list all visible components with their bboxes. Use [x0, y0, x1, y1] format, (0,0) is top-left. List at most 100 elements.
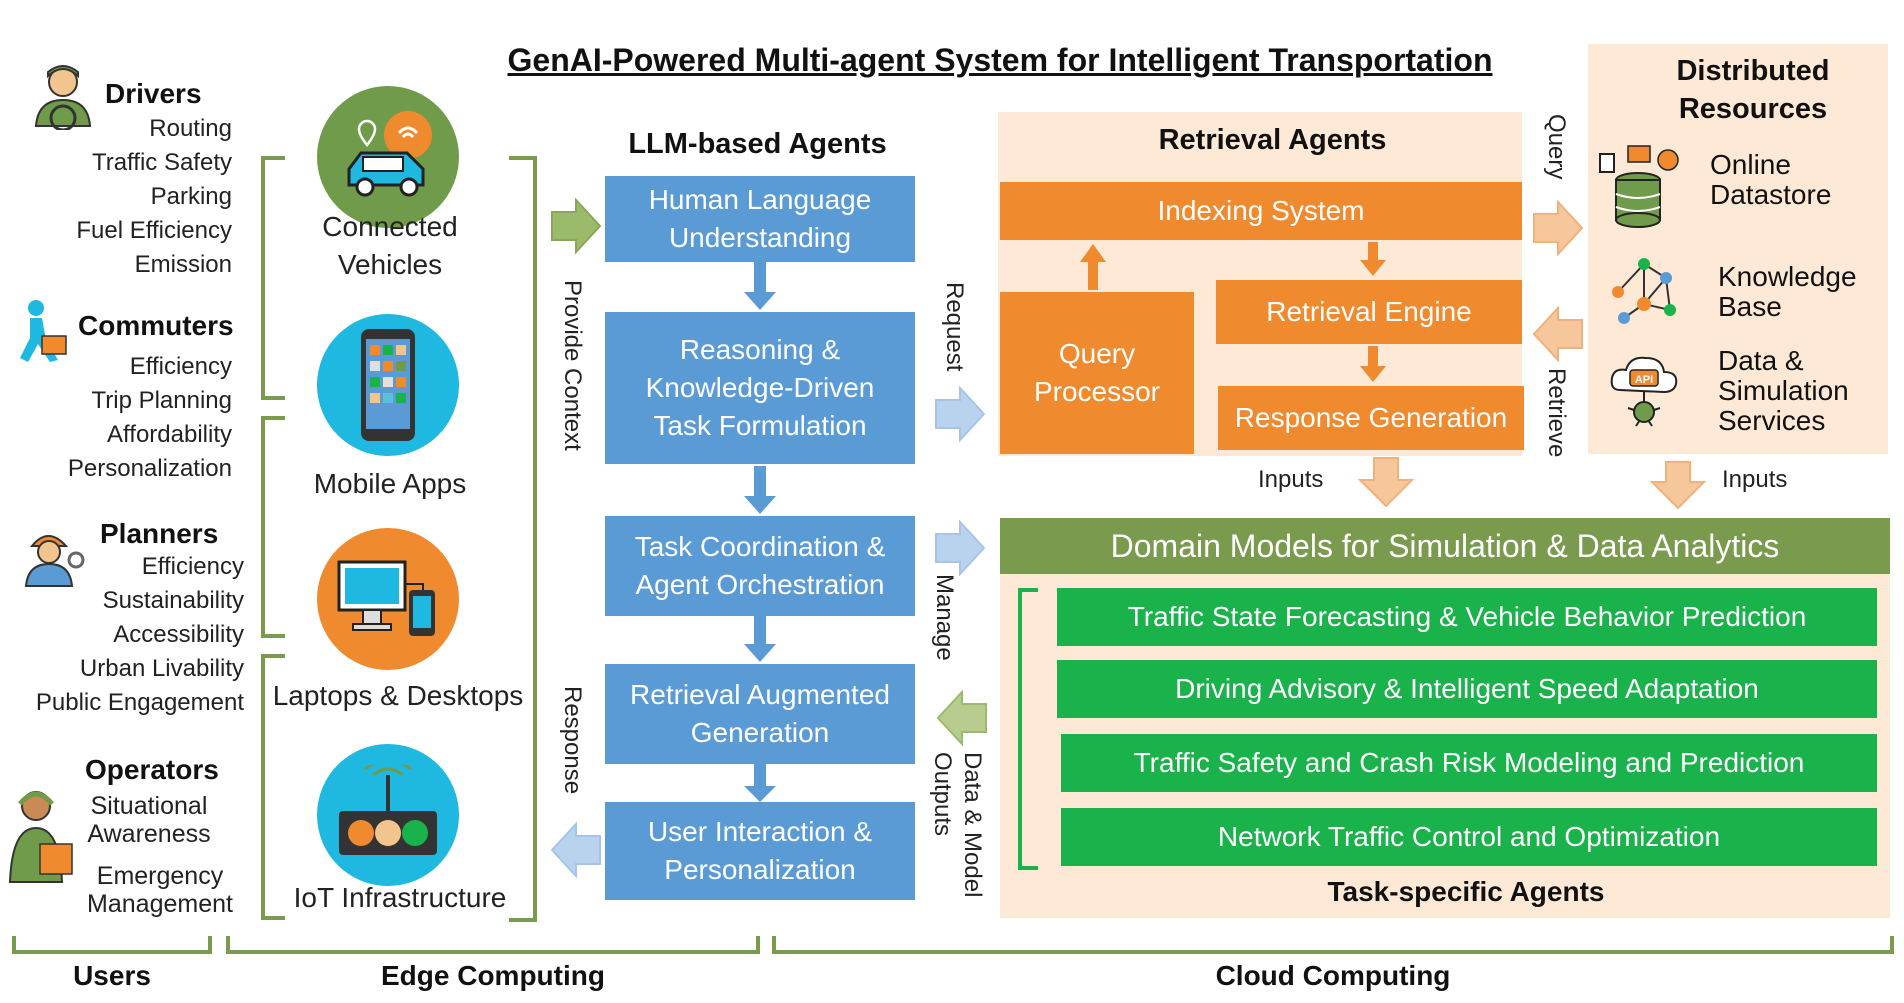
domain-bar-network: Network Traffic Control and Optimization — [1061, 808, 1877, 866]
domain-header: Domain Models for Simulation & Data Anal… — [1000, 518, 1890, 574]
domain-bar-forecasting: Traffic State Forecasting & Vehicle Beha… — [1057, 588, 1877, 646]
request-arrow — [935, 386, 986, 442]
llm-box-line: User Interaction & — [647, 816, 873, 847]
llm-box-line: Task Formulation — [653, 410, 867, 441]
api-text: API — [1635, 374, 1653, 386]
laptops-circle — [317, 528, 459, 670]
smartphone-icon — [361, 329, 415, 441]
retrieve-arrow — [1532, 306, 1583, 362]
resources-header: Distributed Resources — [1588, 52, 1904, 128]
online-datastore-label: Online Datastore — [1710, 150, 1831, 210]
planners-item: Accessibility — [113, 621, 244, 648]
planners-item: Efficiency — [141, 553, 244, 580]
llm-header: LLM-based Agents — [628, 128, 887, 160]
driver-icon — [34, 65, 92, 130]
knowledge-base-line: Knowledge — [1718, 261, 1857, 292]
laptops-label: Laptops & Desktops — [272, 680, 524, 711]
knowledge-graph-icon — [1612, 258, 1676, 324]
query-processor-line: Query — [1058, 338, 1136, 369]
drivers-list: Routing Traffic Safety Parking Fuel Effi… — [40, 112, 232, 282]
llm-down-arrow — [744, 616, 776, 662]
response-label: Response — [559, 686, 586, 795]
llm-box-line: Generation — [690, 717, 830, 748]
edge-left-brackets — [261, 156, 285, 920]
llm-box-line: Personalization — [664, 854, 856, 885]
query-arrow — [1533, 200, 1584, 256]
planners-title: Planners — [100, 518, 219, 549]
api-cloud-icon: API — [1610, 356, 1678, 427]
llm-down-arrow — [744, 764, 776, 802]
data-simulation-line: Data & — [1718, 345, 1804, 376]
provide-context-label: Provide Context — [559, 280, 586, 451]
car-icon — [347, 111, 432, 197]
data-outputs-label-1: Data & Model — [959, 752, 986, 898]
planners-item: Sustainability — [102, 587, 244, 614]
retrieval-inputs-arrow — [1358, 457, 1414, 508]
planner-icon — [24, 535, 85, 587]
response-generation-box: Response Generation — [1218, 386, 1524, 450]
retrieval-inputs-label: Inputs — [1258, 466, 1324, 493]
retrieval-header: Retrieval Agents — [1158, 124, 1387, 156]
manage-label: Manage — [931, 574, 958, 661]
llm-box-line: Agent Orchestration — [635, 569, 885, 600]
planners-list: Efficiency Sustainability Accessibility … — [20, 550, 244, 720]
drivers-item: Fuel Efficiency — [76, 217, 232, 244]
cloud-section-label: Cloud Computing — [1215, 960, 1451, 991]
operator-icon — [8, 791, 73, 883]
data-outputs-arrow — [936, 690, 987, 746]
query-processor-line: Processor — [1033, 376, 1161, 407]
online-datastore-line: Online — [1710, 149, 1791, 180]
drivers-item: Routing — [149, 115, 232, 142]
resources-inputs-arrow — [1650, 461, 1706, 510]
data-simulation-line: Simulation — [1718, 375, 1849, 406]
resources-inputs-label: Inputs — [1722, 466, 1788, 493]
users-section-label: Users — [73, 960, 151, 991]
commuters-item: Affordability — [107, 421, 232, 448]
edge-section-label: Edge Computing — [381, 960, 605, 991]
retrieval-engine-box: Retrieval Engine — [1216, 280, 1522, 344]
llm-box-line: Human Language — [648, 184, 872, 215]
drivers-item: Traffic Safety — [91, 149, 232, 176]
connected-vehicle-circle — [317, 86, 459, 228]
task-specific-agents-label: Task-specific Agents — [1327, 876, 1605, 907]
operators-situational: Situational Awareness — [87, 792, 211, 848]
retrieval-up-arrow — [1080, 244, 1106, 290]
commuters-list: Efficiency Trip Planning Affordability P… — [30, 350, 232, 486]
commuter-icon — [20, 300, 67, 362]
planners-item: Public Engagement — [35, 689, 244, 716]
retrieval-down-arrow — [1360, 242, 1386, 276]
indexing-system-box: Indexing System — [1000, 182, 1522, 240]
llm-box-line: Understanding — [668, 222, 852, 253]
retrieve-arrow-label: Retrieve — [1543, 368, 1570, 458]
knowledge-base-line: Base — [1718, 291, 1782, 322]
planners-item: Urban Livability — [79, 655, 244, 682]
resources-header-line: Distributed — [1676, 55, 1830, 87]
diagram-title: GenAI-Powered Multi-agent System for Int… — [507, 42, 1493, 78]
llm-box-line: Task Coordination & — [634, 531, 886, 562]
drivers-title: Drivers — [105, 78, 202, 109]
connected-vehicles-line: Vehicles — [337, 249, 443, 280]
response-arrow — [550, 822, 601, 878]
edge-right-bracket — [509, 156, 537, 922]
desktop-icon — [337, 560, 435, 636]
mobile-apps-circle — [317, 314, 459, 456]
manage-arrow — [935, 520, 986, 576]
llm-down-arrow — [744, 262, 776, 310]
knowledge-base-label: Knowledge Base — [1718, 262, 1857, 322]
query-arrow-label: Query — [1543, 114, 1570, 180]
commuters-title: Commuters — [78, 310, 234, 341]
llm-box-coordination: Task Coordination & Agent Orchestration — [605, 516, 915, 616]
llm-box-line: Reasoning & — [679, 334, 841, 365]
data-simulation-label: Data & Simulation Services — [1718, 346, 1849, 436]
drivers-item: Parking — [150, 183, 232, 210]
domain-bar-safety: Traffic Safety and Crash Risk Modeling a… — [1061, 734, 1877, 792]
bottom-brackets — [12, 936, 1894, 954]
llm-down-arrow — [744, 466, 776, 514]
domain-bracket — [1018, 588, 1038, 870]
online-datastore-line: Datastore — [1710, 179, 1832, 210]
database-icon — [1599, 145, 1679, 228]
provide-context-arrow — [551, 198, 602, 254]
